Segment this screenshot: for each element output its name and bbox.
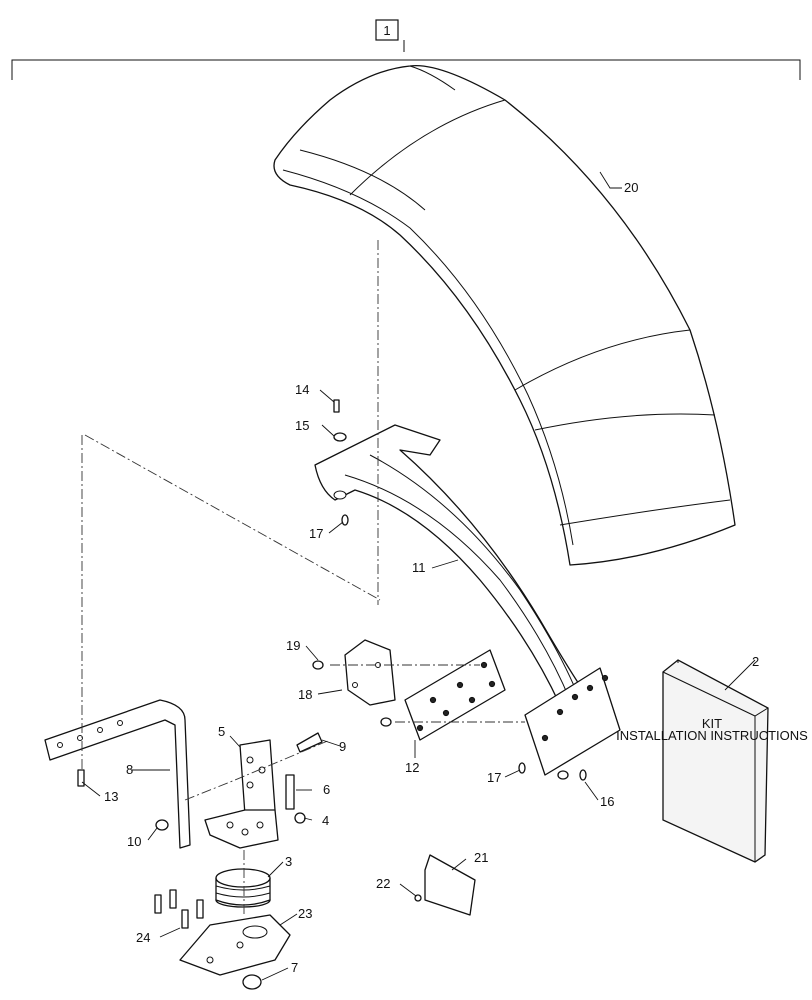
callout-21[interactable]: 21 [474,850,488,865]
base-plate[interactable] [179,914,291,976]
assembly-callout-1[interactable]: 1 [383,23,390,38]
callout-11[interactable]: 11 [412,560,426,575]
mounting-plate[interactable] [404,649,506,741]
wing-bracket[interactable] [344,639,396,706]
manual-title-line-1: KIT [702,716,722,731]
hardware [77,399,587,990]
callout-5[interactable]: 5 [218,724,225,739]
isolator-mount[interactable] [215,868,271,908]
callout-12[interactable]: 12 [405,760,419,775]
callout-10[interactable]: 10 [127,834,141,849]
frame-bracket[interactable] [44,699,191,849]
instruction-manual[interactable]: KIT INSTALLATION INSTRUCTIONS [616,659,808,863]
callout-17-upper[interactable]: 17 [309,526,323,541]
l-bracket[interactable] [204,739,279,849]
callout-2[interactable]: 2 [752,654,759,669]
callouts: 20 14 15 17 11 19 18 2 12 17 16 5 9 6 4 … [104,180,759,975]
callout-15[interactable]: 15 [295,418,309,433]
callout-16[interactable]: 16 [600,794,614,809]
callout-7[interactable]: 7 [291,960,298,975]
arm-foot-plate [524,667,621,776]
leader-lines [81,171,756,981]
fender[interactable] [273,64,736,566]
callout-22[interactable]: 22 [376,876,390,891]
callout-20[interactable]: 20 [624,180,638,195]
callout-18[interactable]: 18 [298,687,312,702]
callout-4[interactable]: 4 [322,813,329,828]
callout-9[interactable]: 9 [339,739,346,754]
callout-13[interactable]: 13 [104,789,118,804]
assembly-bracket: 1 [11,19,801,80]
callout-24[interactable]: 24 [136,930,150,945]
reference-lines [81,240,525,915]
callout-23[interactable]: 23 [298,906,312,921]
callout-8[interactable]: 8 [126,762,133,777]
cover-plate[interactable] [424,854,476,916]
callout-3[interactable]: 3 [285,854,292,869]
callout-6[interactable]: 6 [323,782,330,797]
callout-17-lower[interactable]: 17 [487,770,501,785]
support-arm[interactable] [314,424,591,706]
manual-title-line-2: INSTALLATION INSTRUCTIONS [616,728,808,743]
callout-19[interactable]: 19 [286,638,300,653]
callout-14[interactable]: 14 [295,382,309,397]
